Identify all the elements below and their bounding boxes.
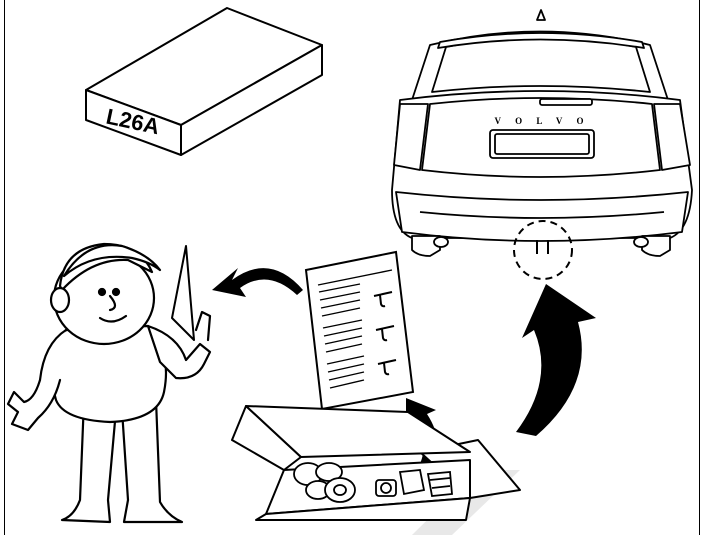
held-paper-icon bbox=[171, 245, 195, 341]
instruction-sheet-icon bbox=[304, 250, 415, 411]
right-border bbox=[699, 0, 700, 535]
arrow-to-mechanic-icon bbox=[212, 268, 303, 297]
car-rear-icon bbox=[391, 9, 693, 257]
car-badge: V O L V O bbox=[494, 116, 589, 126]
left-border bbox=[4, 0, 5, 535]
towbar-location-icon bbox=[513, 220, 573, 280]
mechanic-figure-icon bbox=[6, 242, 212, 524]
parts-contents-icon bbox=[293, 462, 453, 503]
product-box-icon bbox=[85, 7, 323, 156]
arrow-to-car-icon bbox=[516, 284, 596, 436]
